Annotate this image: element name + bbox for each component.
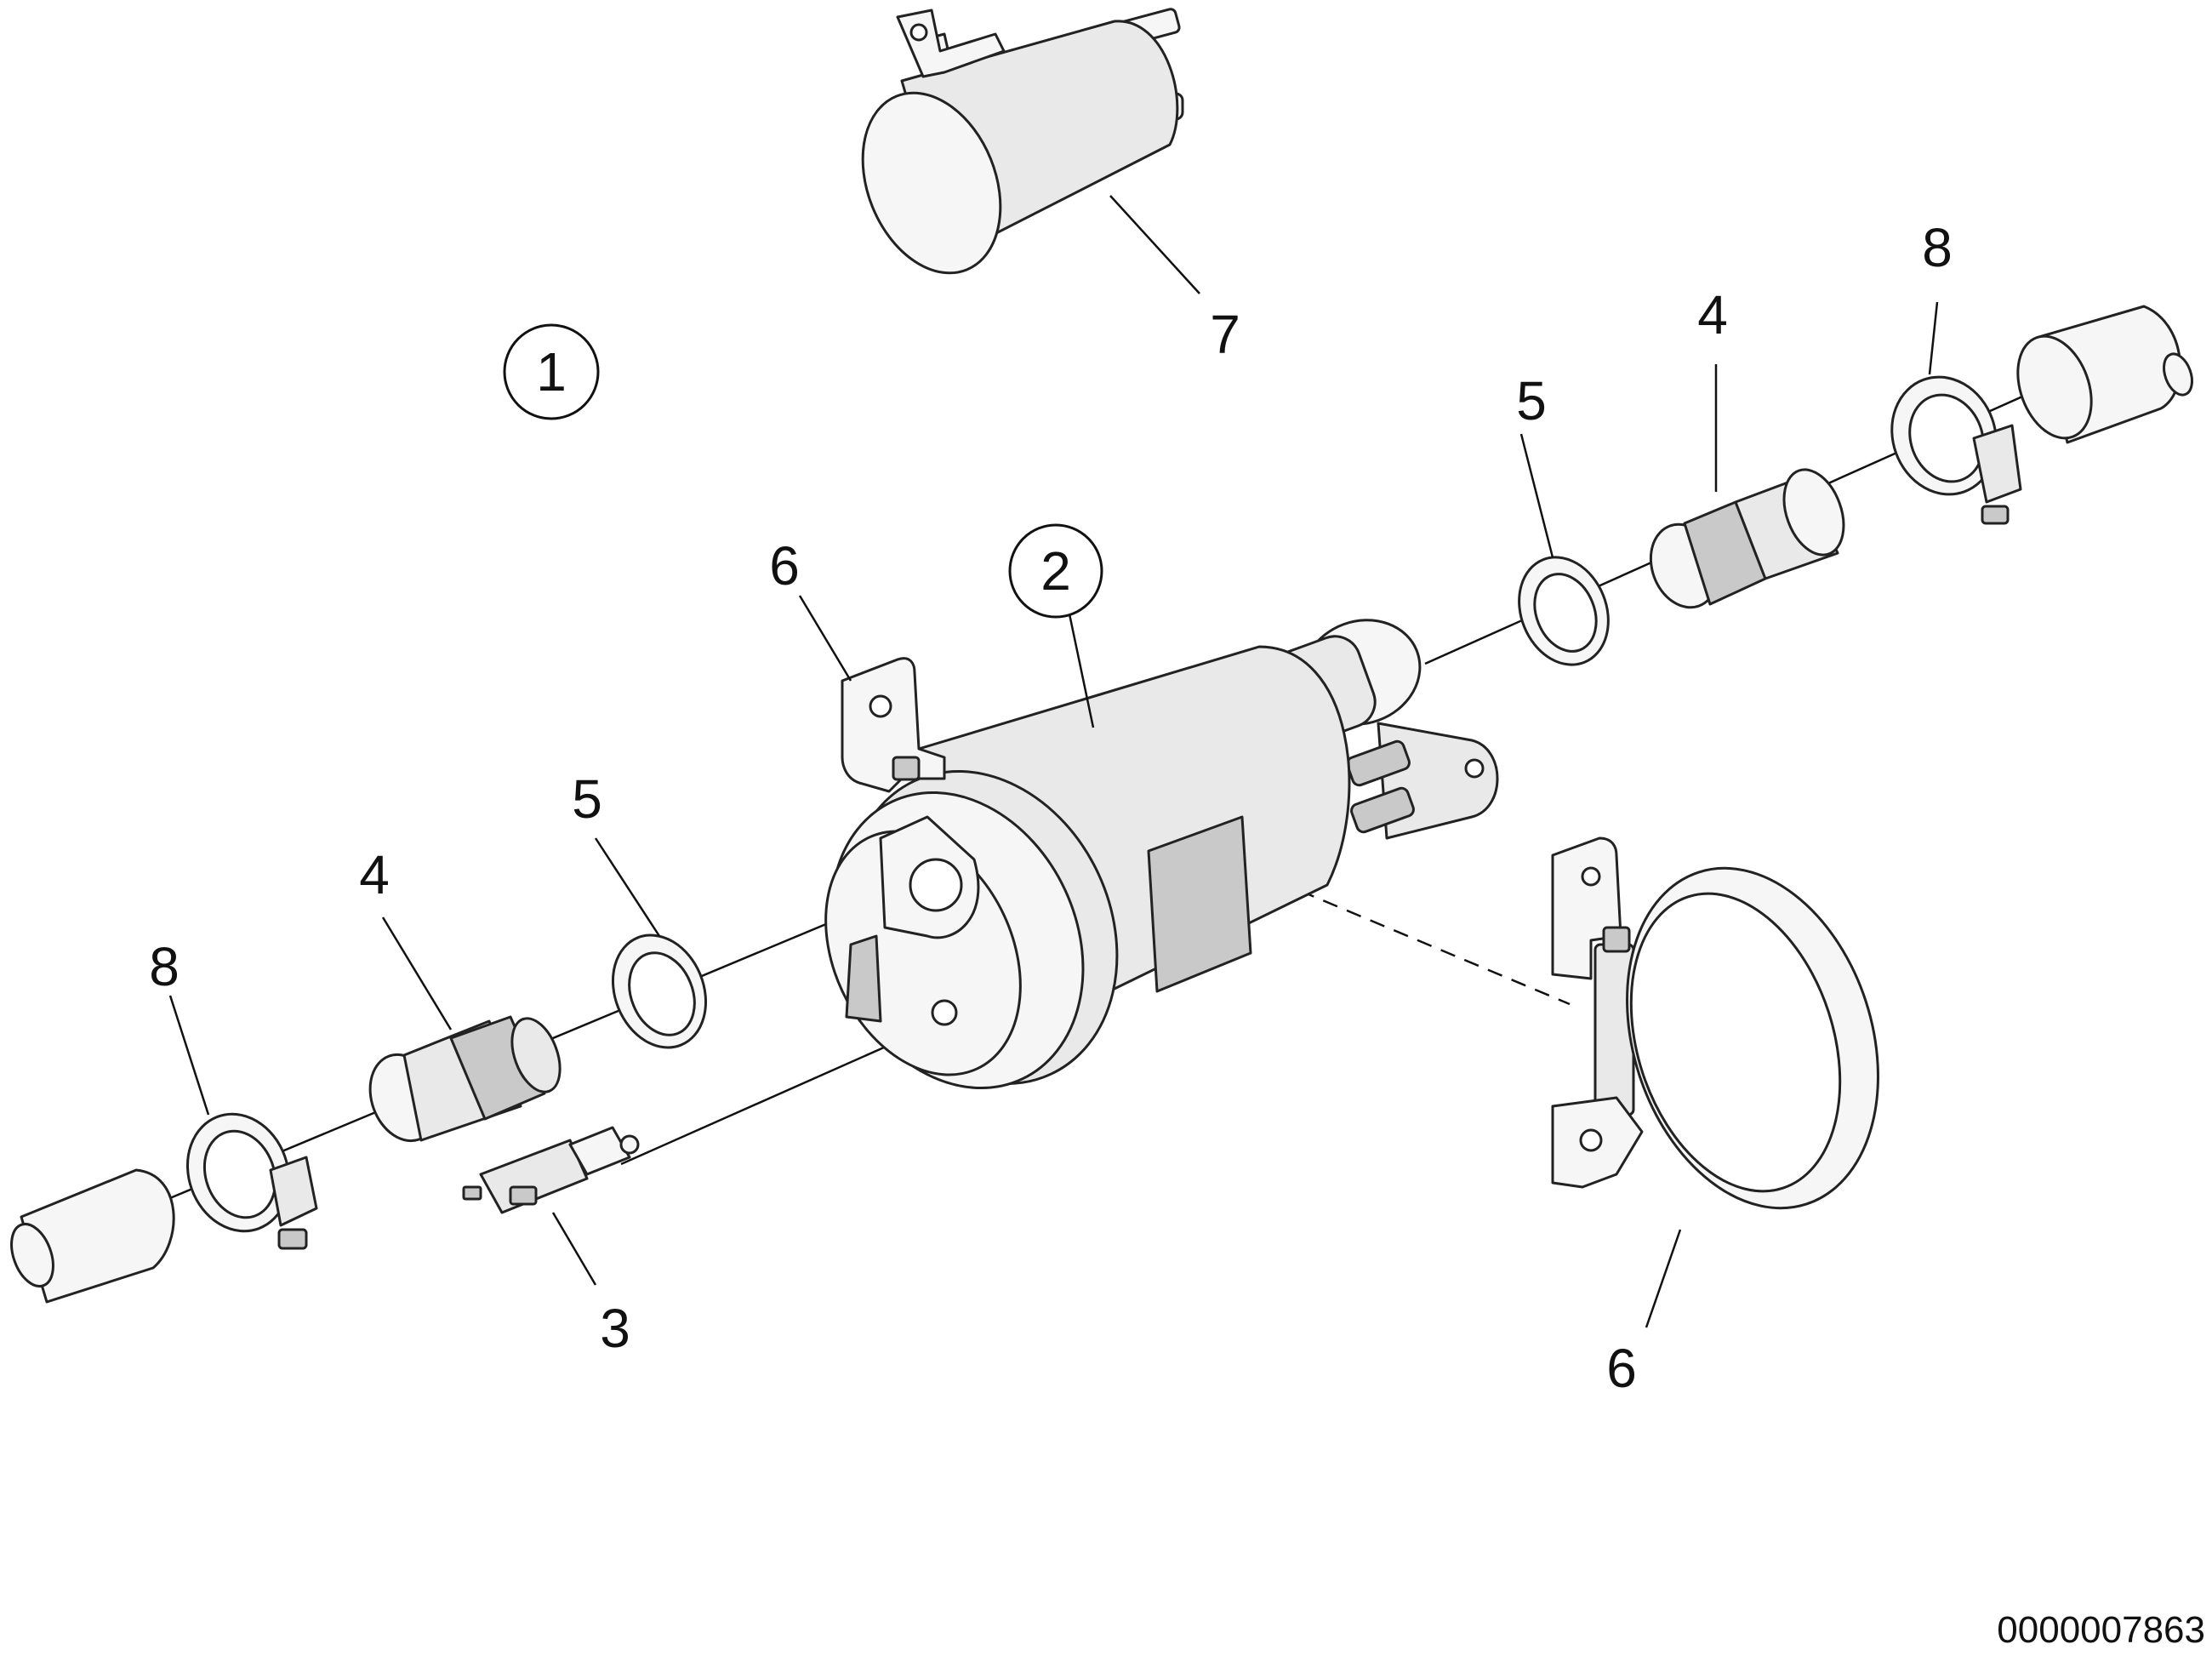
hose-left bbox=[10, 1168, 175, 1304]
leader-lines bbox=[168, 195, 1939, 1328]
sealing-washer-right-part-5 bbox=[1518, 556, 1610, 666]
hose-right bbox=[2016, 305, 2193, 444]
sealing-washer-left-part-5 bbox=[611, 933, 708, 1049]
callout-label-7: 7 bbox=[1210, 304, 1240, 365]
document-number: 0000007863 bbox=[1997, 1609, 2205, 1651]
sensor-part-3 bbox=[462, 1126, 640, 1214]
hose-clamp-left-part-8 bbox=[185, 1112, 318, 1250]
filter-canister-part-7 bbox=[861, 8, 1184, 275]
fuel-pump-body-part-2 bbox=[824, 619, 1499, 1090]
clamp-band-part-6 bbox=[1551, 836, 1879, 1210]
callout-label-5-right: 5 bbox=[1516, 370, 1547, 431]
mounting-bracket-part-6 bbox=[841, 657, 946, 793]
callout-label-4-left: 4 bbox=[359, 844, 390, 905]
callout-label-3: 3 bbox=[600, 1298, 630, 1359]
callout-label-5-left: 5 bbox=[572, 768, 602, 830]
callout-label-8-right: 8 bbox=[1922, 217, 1953, 278]
hose-clamp-right-part-8 bbox=[1890, 375, 2022, 525]
hose-fitting-right-part-4 bbox=[1649, 468, 1845, 609]
hose-fitting-left-part-4 bbox=[368, 1015, 562, 1143]
callout-label-4-right: 4 bbox=[1697, 284, 1728, 345]
callout-circle-1 bbox=[503, 323, 600, 420]
callout-circle-2 bbox=[1008, 523, 1103, 619]
callout-label-2: 2 bbox=[1040, 540, 1071, 602]
callout-label-6-clamp: 6 bbox=[1606, 1338, 1637, 1399]
callout-label-1: 1 bbox=[536, 341, 567, 402]
callout-label-6-bracket: 6 bbox=[769, 535, 800, 597]
callout-label-8-left: 8 bbox=[149, 936, 180, 997]
